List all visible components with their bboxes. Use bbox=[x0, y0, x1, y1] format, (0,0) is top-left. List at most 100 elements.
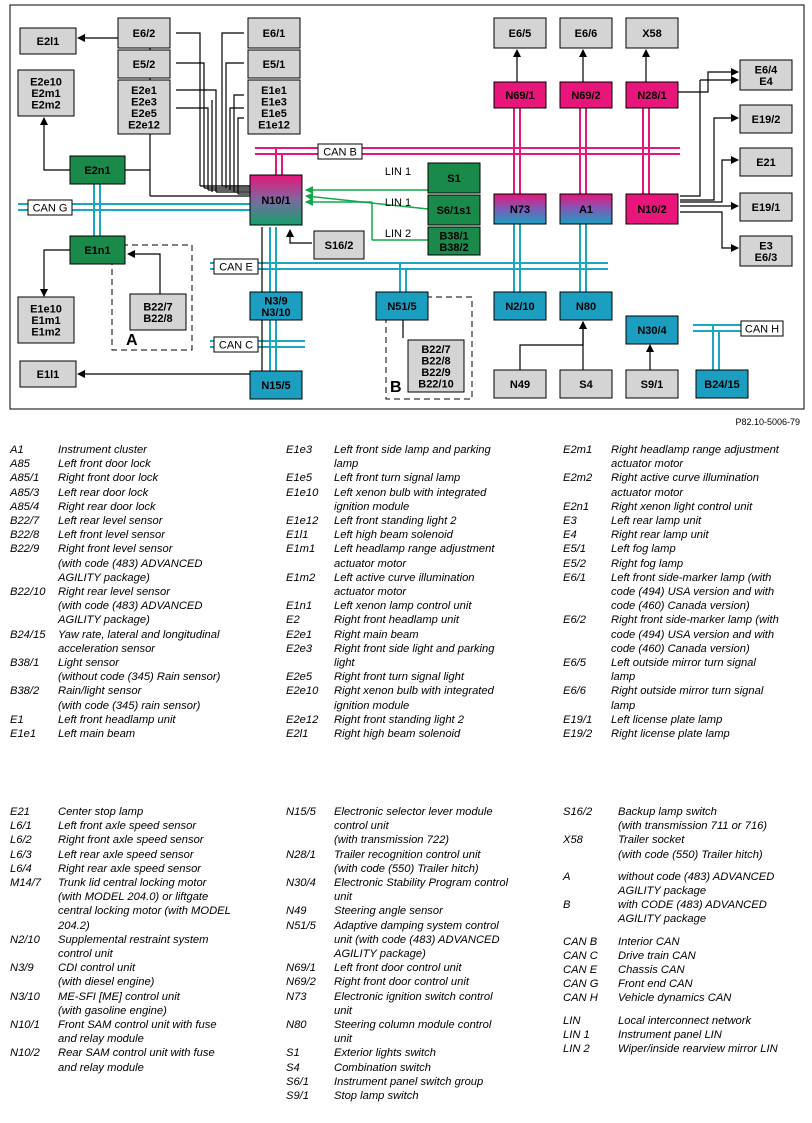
legend-description: Left front standing light 2 bbox=[334, 515, 457, 528]
legend-description: without code (483) ADVANCED AGILITY pack… bbox=[618, 870, 775, 898]
node-n30-4: N30/4 bbox=[625, 315, 679, 345]
legend-description: Left xenon bulb with integrated ignition… bbox=[334, 486, 487, 513]
node-box bbox=[427, 194, 481, 226]
node-label: S1 bbox=[447, 173, 460, 185]
legend-code: CAN G bbox=[563, 978, 599, 991]
node-label: S4 bbox=[579, 379, 593, 391]
legend-description: Left active curve illumination actuator … bbox=[334, 571, 475, 599]
legend-code: E6/6 bbox=[563, 685, 587, 698]
legend-code: E1m2 bbox=[286, 571, 316, 584]
legend-code: CAN H bbox=[563, 992, 598, 1005]
legend-entry: E1m2 Left active curve illumination actua… bbox=[286, 571, 548, 599]
can-b-label: CAN B bbox=[323, 147, 357, 159]
node-label: E5/1 bbox=[263, 59, 286, 71]
legend-code: LIN bbox=[563, 1014, 581, 1027]
legend-description: Electronic Stability Program control uni… bbox=[334, 877, 509, 904]
legend-code: N69/2 bbox=[286, 976, 316, 989]
node-box bbox=[17, 296, 75, 344]
node-label: N10/1 bbox=[261, 195, 290, 207]
legend-code: E1e12 bbox=[286, 515, 319, 528]
legend-description: Right xenon light control unit bbox=[611, 500, 753, 513]
legend-code: E19/1 bbox=[563, 713, 593, 726]
node-label: N69/2 bbox=[571, 90, 600, 102]
legend-description: Combination switch bbox=[334, 1061, 432, 1074]
legend-code: E1l1 bbox=[286, 529, 309, 542]
legend-gap bbox=[563, 1006, 808, 1014]
lin-1-upper-label: LIN 1 bbox=[385, 166, 411, 178]
node-label: A1 bbox=[579, 204, 593, 216]
can-c-label: CAN C bbox=[219, 340, 253, 352]
node-box bbox=[493, 17, 547, 49]
node-label: E6/5 bbox=[509, 28, 532, 40]
legend-code: CAN C bbox=[563, 949, 598, 962]
legend-code: E1 bbox=[10, 713, 24, 726]
legend-description: Vehicle dynamics CAN bbox=[618, 992, 732, 1005]
node-e6-5: E6/5 bbox=[493, 17, 547, 49]
node-box bbox=[625, 17, 679, 49]
legend-code: E5/2 bbox=[563, 557, 587, 570]
can-e-label: CAN E bbox=[219, 262, 253, 274]
node-box bbox=[493, 291, 547, 321]
node-label: N2/10 bbox=[505, 301, 534, 313]
node-label: N69/1 bbox=[505, 90, 534, 102]
legend-code: E1n1 bbox=[286, 600, 313, 613]
node-box bbox=[249, 291, 303, 321]
legend-description: Left main beam bbox=[58, 728, 136, 741]
legend-description: Backup lamp switch (with transmission 71… bbox=[618, 806, 768, 833]
node-b24-15: B24/15 bbox=[695, 369, 749, 399]
legend-description: Left front turn signal lamp bbox=[334, 472, 461, 485]
legend-code: E2e1 bbox=[286, 628, 313, 641]
legend-code: E1e1 bbox=[10, 728, 37, 741]
node-box bbox=[739, 59, 793, 91]
legend-code: E1e5 bbox=[286, 472, 313, 485]
legend-code: S6/1 bbox=[286, 1075, 310, 1088]
legend-code: E1e10 bbox=[286, 486, 319, 499]
can-b-label-box: CAN B bbox=[317, 143, 363, 160]
node-box bbox=[695, 369, 749, 399]
legend-code: L6/1 bbox=[10, 820, 32, 833]
node-e6-1: E6/1 bbox=[247, 17, 301, 49]
node-box bbox=[739, 104, 793, 134]
legend-description: Right fog lamp bbox=[611, 557, 684, 570]
legend-description: Right front headlamp unit bbox=[334, 614, 460, 627]
node-box bbox=[247, 49, 301, 79]
legend-code: L6/2 bbox=[10, 834, 32, 847]
legend-description: Right active curve illumination actuator… bbox=[611, 472, 759, 499]
legend-description: Right rear lamp unit bbox=[611, 529, 709, 542]
node-box bbox=[17, 69, 75, 117]
legend-code: E2e12 bbox=[286, 713, 319, 726]
legend-description: with CODE (483) ADVANCED AGILITY package bbox=[618, 899, 767, 926]
node-label: S6/1s1 bbox=[437, 205, 472, 217]
node-box bbox=[249, 370, 303, 400]
node-box bbox=[559, 17, 613, 49]
legend-description: Right outside mirror turn signal lamp bbox=[611, 685, 764, 712]
legend-description: Right main beam bbox=[334, 628, 419, 641]
legend-code: E4 bbox=[563, 529, 577, 542]
legend-code: CAN B bbox=[563, 935, 598, 948]
legend-description: Right front door lock bbox=[58, 472, 159, 485]
legend-code: N10/2 bbox=[10, 1047, 40, 1060]
